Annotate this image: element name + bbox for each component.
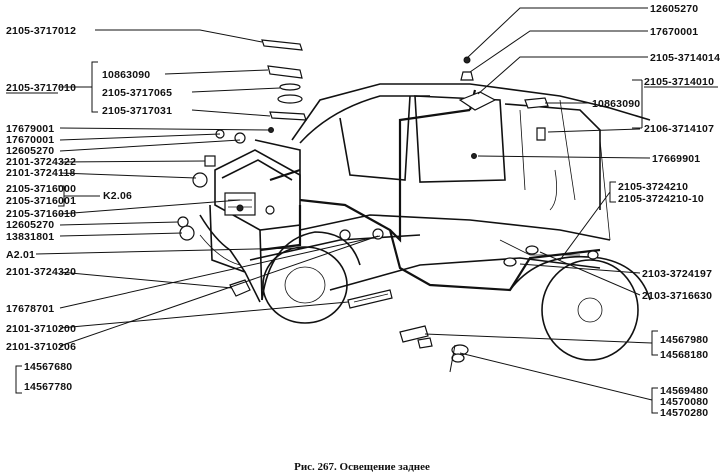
- label-2105-3714010: 2105-3714010: [644, 76, 714, 88]
- bulb-socket-part: [236, 204, 244, 212]
- labels-right: 12605270 17670001 2105-3714014 2105-3714…: [592, 3, 720, 419]
- label-2101-3724118: 2101-3724118: [6, 167, 76, 179]
- label-14570280: 14570280: [660, 407, 708, 419]
- label-17670001-b: 17670001: [650, 26, 698, 38]
- side-lamp-part: [229, 279, 251, 297]
- label-2105-3716001: 2105-3716001: [6, 195, 76, 207]
- figure-caption: Рис. 267. Освещение заднее: [294, 461, 430, 473]
- label-2105-3717065: 2105-3717065: [102, 87, 172, 99]
- interior-lamp-part: [458, 91, 497, 111]
- label-10863090-b: 10863090: [592, 98, 640, 110]
- label-14567780: 14567780: [24, 381, 72, 393]
- nut-part: [234, 132, 246, 144]
- label-14569480: 14569480: [660, 385, 708, 397]
- label-12605270-c: 12605270: [650, 3, 698, 15]
- label-2101-3710206: 2101-3710206: [6, 341, 76, 353]
- label-17670001: 17670001: [6, 134, 54, 146]
- lamp-base-part: [269, 111, 307, 121]
- label-14567680: 14567680: [24, 361, 72, 373]
- label-10863090: 10863090: [102, 69, 150, 81]
- grommet2-part: [179, 225, 195, 241]
- label-2105-3724210: 2105-3724210: [618, 181, 688, 193]
- label-17669901: 17669901: [652, 153, 700, 165]
- label-2105-3717031: 2105-3717031: [102, 105, 172, 117]
- label-2105-3717010: 2105-3717010: [6, 82, 76, 94]
- label-2103-3716630: 2103-3716630: [642, 290, 712, 302]
- labels-left: 2105-3717012 2105-3717010 10863090 2105-…: [6, 25, 172, 393]
- label-a2-01: A2.01: [6, 249, 35, 261]
- lamp-bulb-part: [279, 83, 301, 91]
- label-17678701: 17678701: [6, 303, 54, 315]
- lamp-parts: [177, 39, 599, 363]
- wiring-harness: [259, 89, 601, 292]
- lamp-lens-part: [261, 39, 303, 51]
- label-2105-3717012: 2105-3717012: [6, 25, 76, 37]
- leader-lines: [15, 7, 658, 414]
- label-2101-3710200: 2101-3710200: [6, 323, 76, 335]
- label-13831801: 13831801: [6, 231, 54, 243]
- label-14568180: 14568180: [660, 349, 708, 361]
- label-2106-3714107: 2106-3714107: [644, 123, 714, 135]
- label-12605270-b: 12605270: [6, 219, 54, 231]
- label-2105-3724210-10: 2105-3724210-10: [618, 193, 704, 205]
- label-14567980: 14567980: [660, 334, 708, 346]
- label-2105-3716000: 2105-3716000: [6, 183, 76, 195]
- label-12605270-a: 12605270: [6, 145, 54, 157]
- label-2105-3714014: 2105-3714014: [650, 52, 720, 64]
- label-14570080: 14570080: [660, 396, 708, 408]
- label-2101-3724320: 2101-3724320: [6, 266, 76, 278]
- label-17679001: 17679001: [6, 123, 54, 135]
- lamp-gasket-part: [277, 94, 303, 104]
- label-2101-3724322: 2101-3724322: [6, 156, 76, 168]
- door-switch-part: [399, 325, 429, 343]
- screw-top-part: [463, 56, 471, 64]
- car-body: [199, 83, 651, 361]
- connector-part: [204, 155, 216, 167]
- label-2105-3716018: 2105-3716018: [6, 208, 76, 220]
- dome-switch-part: [524, 97, 549, 109]
- grommet-part: [192, 172, 208, 188]
- rear-light-part: [224, 192, 256, 216]
- label-2103-3724197: 2103-3724197: [642, 268, 712, 280]
- label-k2-06: K2.06: [103, 190, 132, 202]
- sill-lamp-part: [347, 289, 393, 309]
- lamp-housing-part: [267, 65, 303, 79]
